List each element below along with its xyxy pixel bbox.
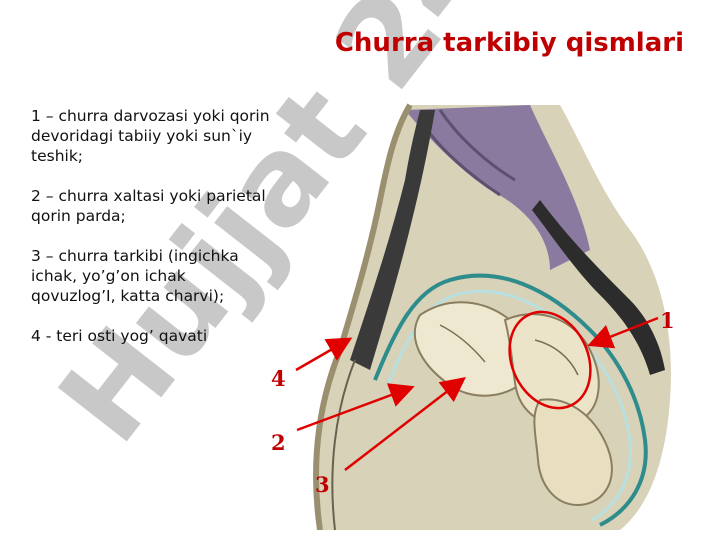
- callout-number-1: 1: [660, 308, 675, 333]
- legend-item-4: 4 - teri osti yog’ qavati: [31, 327, 208, 345]
- hernia-illustration: [313, 103, 671, 530]
- arrow-4: [295, 337, 353, 372]
- arrow-2: [296, 383, 415, 432]
- arrow-3: [344, 376, 466, 471]
- legend-item-1: 1 – churra darvozasi yoki qorin devorida…: [31, 107, 270, 165]
- callout-number-4: 4: [271, 366, 286, 391]
- arrow-1: [587, 316, 659, 349]
- skin-layer: [313, 103, 413, 530]
- muscle-layer: [405, 105, 590, 270]
- legend-list: 1 – churra darvozasi yoki qorin devorida…: [31, 106, 271, 366]
- callout-number-2: 2: [271, 430, 286, 455]
- slide-title: Churra tarkibiy qismlari: [334, 28, 684, 58]
- fascia-band: [350, 110, 435, 370]
- legend-item-2: 2 – churra xaltasi yoki parietal qorin p…: [31, 187, 266, 225]
- hernia-gate-circle: [508, 310, 592, 410]
- callout-number-3: 3: [315, 472, 330, 497]
- legend-item-3: 3 – churra tarkibi (ingichka ichak, yo’g…: [31, 247, 239, 305]
